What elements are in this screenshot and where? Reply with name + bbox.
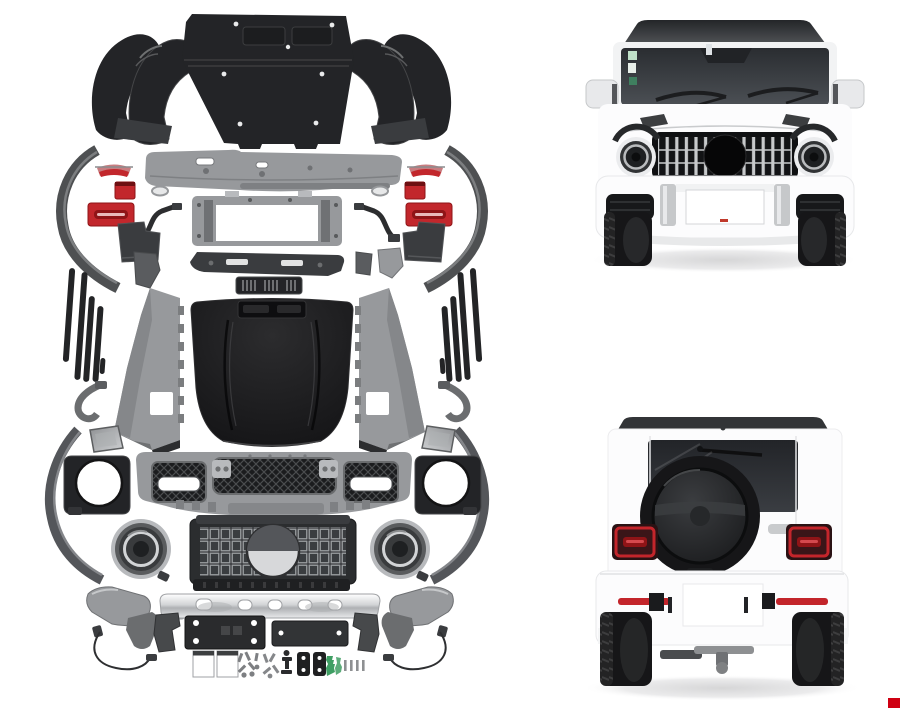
roof [622, 20, 828, 47]
front-headlight-left [612, 123, 661, 177]
front-crossmember [190, 252, 345, 276]
gasket-oval [151, 185, 169, 197]
front-fender-corner-panel-right [355, 288, 425, 457]
side-mirror-assembly-left [86, 586, 159, 671]
small-brackets [133, 247, 404, 289]
fender-top-turn-signals [640, 114, 810, 128]
rear-fender-flare-right [423, 145, 488, 293]
tail-light-group-left [87, 164, 169, 227]
vehicle-front-view [585, 20, 865, 273]
hood-vent-grille [235, 276, 303, 295]
led-headlight-left [111, 519, 171, 582]
adhesive-pads [192, 650, 239, 678]
bumper-accent-right [774, 184, 790, 226]
corner-bracket-right [352, 612, 380, 653]
screw-cluster [237, 651, 260, 678]
vehicle-rear-view [582, 417, 862, 701]
license-plate-bracket [184, 615, 266, 650]
door-mirrors [585, 79, 865, 109]
hood-bonnet [190, 298, 354, 447]
spare-tire [640, 456, 760, 582]
exhaust-hook-pipe-left [74, 381, 107, 423]
front-headlight-right [789, 123, 838, 177]
rear-reflector-right [776, 598, 828, 605]
hardware-fastener-kit [192, 650, 365, 679]
bumper-lip [608, 232, 842, 246]
rear-wheels [600, 612, 844, 686]
underbody-shield-panel [182, 14, 354, 149]
tow-hitch [660, 646, 754, 674]
front-bumper [136, 452, 412, 516]
rear-license-plate-blank [682, 583, 764, 627]
watermark-fragment [888, 698, 900, 708]
roof-antenna [720, 425, 726, 431]
rear-tail-light-right [786, 524, 832, 560]
radiator-core-support [192, 191, 342, 246]
chrome-skid-plate-trim [159, 593, 381, 620]
ground-shadow-rear [582, 675, 862, 701]
side-mirror-assembly-right [380, 585, 455, 671]
led-headlight-right [368, 517, 432, 584]
door-sill-trim-strips-left [62, 268, 106, 382]
badge-obscured [703, 134, 747, 178]
mounting-bracket-right [354, 203, 400, 242]
ground-shadow [589, 247, 859, 273]
vertical-slat-front-grille [189, 515, 357, 591]
side-marker-lamp-right [421, 425, 456, 453]
rear-fender-flare-left [56, 145, 121, 293]
clip-fasteners [281, 650, 292, 674]
exhaust-hook-pipe-right [438, 381, 467, 419]
license-plate-filler-panel [271, 620, 349, 647]
third-brake-light [95, 164, 133, 177]
rear-bumper [145, 149, 402, 192]
front-license-plate-blank [685, 189, 765, 225]
headlight-bezel-left [63, 455, 131, 515]
corner-bracket-left [153, 612, 181, 653]
mud-flap-right [402, 221, 446, 263]
screw-cluster-2 [262, 653, 280, 679]
front-bumper-vehicle [595, 175, 855, 246]
front-fender-corner-panel-left [114, 288, 184, 457]
pin-set [344, 660, 365, 671]
front-wheels [604, 212, 846, 266]
door-sill-trim-strips-right [439, 267, 483, 383]
bumper-accent-left [660, 184, 676, 226]
windshield-stickers [628, 44, 712, 85]
rear-tail-light-left [612, 524, 658, 560]
hinge-plates [297, 652, 326, 676]
rearview-mirror-tint [700, 48, 752, 63]
inner-fender-liner-pair-left [91, 34, 199, 145]
inner-fender-liner-pair-right [343, 33, 453, 146]
side-marker-lamp-left [89, 425, 124, 453]
headlight-bezel-right [413, 454, 483, 517]
tail-light-lens [87, 202, 135, 227]
front-fender-flare-blade-left [44, 426, 105, 585]
rear-wiper [699, 448, 763, 457]
front-grille [652, 132, 798, 180]
green-trim-clips [326, 656, 342, 676]
